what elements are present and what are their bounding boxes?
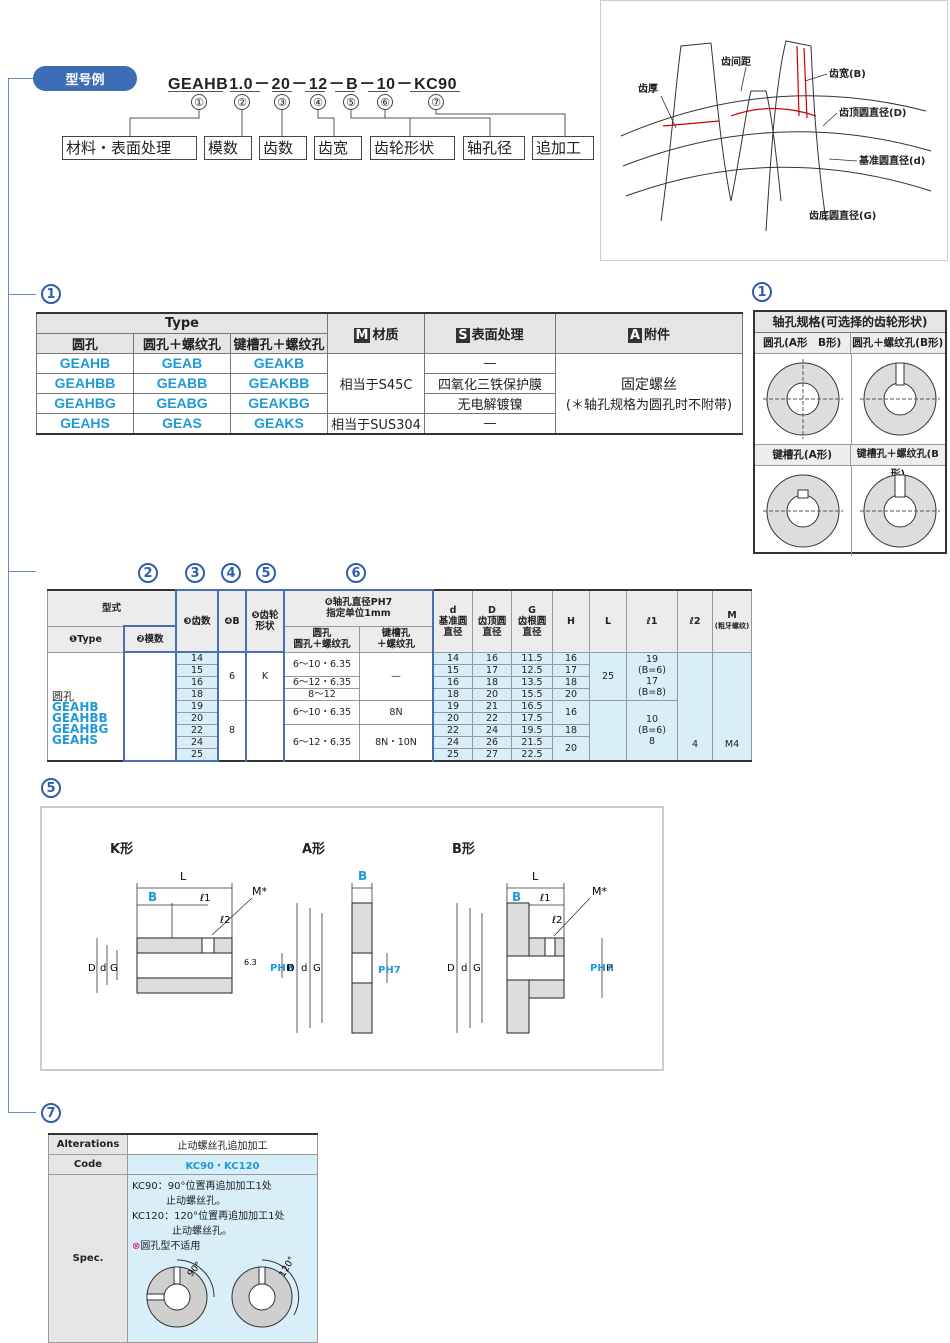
svg-text:B: B	[512, 890, 521, 904]
svg-text:D: D	[447, 963, 455, 974]
svg-text:L: L	[532, 870, 539, 883]
svg-text:H: H	[606, 963, 614, 974]
svg-text:PH7: PH7	[378, 965, 401, 976]
connector-tick	[8, 78, 36, 79]
k-shape-drawing: L B ℓ1 ℓ2 M* D d G H PH7 6.3	[88, 870, 294, 994]
svg-text:B: B	[358, 869, 367, 883]
gear-diagram-panel: 齿厚 齿间距 齿宽(B) 齿顶圆直径(D) 基准圆直径(d) 齿底圆直径(G)	[600, 0, 948, 261]
num-7: ⑦	[428, 94, 444, 110]
svg-text:L: L	[180, 870, 187, 883]
svg-text:6.3: 6.3	[244, 958, 257, 967]
num-2: ②	[234, 94, 250, 110]
svg-text:ℓ2: ℓ2	[552, 915, 563, 926]
connector-tick	[8, 294, 36, 295]
label-material: 材料・表面处理	[62, 136, 197, 160]
section-5-marker: 5	[256, 563, 276, 583]
label-bore: 轴孔径	[463, 136, 525, 160]
shape-drawings-panel: K形 A形 B形 L B ℓ1 ℓ2 M* D d G H PH7 6.3	[40, 806, 664, 1071]
bore-spec-marker: 1	[752, 282, 772, 302]
b-shape-drawing: L B ℓ1 ℓ2 M* D d G H PH7	[447, 870, 614, 1034]
gear-teeth-illustration: 齿厚 齿间距 齿宽(B) 齿顶圆直径(D) 基准圆直径(d) 齿底圆直径(G)	[620, 40, 932, 232]
keyway-bore-icon	[763, 474, 843, 548]
label-additional: 追加工	[532, 136, 594, 160]
svg-text:B: B	[148, 890, 157, 904]
svg-text:d: d	[461, 963, 467, 974]
svg-text:H: H	[286, 963, 294, 974]
header-connector-lines	[129, 110, 566, 136]
svg-text:D: D	[287, 963, 295, 974]
num-5: ⑤	[343, 94, 359, 110]
label-module: 模数	[204, 136, 252, 160]
svg-text:120°: 120°	[278, 1255, 298, 1279]
label-teeth: 齿数	[259, 136, 307, 160]
connector-line	[8, 78, 9, 1113]
connector-tick	[8, 1112, 36, 1113]
section-5-drawings-marker: 5	[41, 778, 61, 798]
svg-text:ℓ1: ℓ1	[200, 893, 211, 904]
svg-text:D: D	[88, 963, 96, 974]
svg-text:ℓ1: ℓ1	[540, 893, 551, 904]
section-7-marker: 7	[41, 1103, 61, 1123]
section-1-marker: 1	[41, 284, 61, 304]
svg-text:M*: M*	[592, 885, 607, 898]
num-3: ③	[274, 94, 290, 110]
section-6-marker: 6	[346, 563, 366, 583]
kc-angle-drawings: 90° 120°	[146, 1255, 300, 1328]
num-1: ①	[191, 94, 207, 110]
a-shape-title: A形	[302, 842, 326, 857]
svg-text:齿宽(B): 齿宽(B)	[829, 67, 866, 80]
num-6: ⑥	[377, 94, 393, 110]
section-4-marker: 4	[221, 563, 241, 583]
b-shape-title: B形	[452, 842, 475, 857]
label-shape: 齿轮形状	[370, 136, 455, 160]
bore-spec-panel: 轴孔规格(可选择的齿轮形状) 圆孔(A形 B形) 圆孔＋螺纹孔(B形) 键槽孔(…	[753, 310, 947, 556]
svg-text:G: G	[110, 963, 118, 974]
section-2-marker: 2	[138, 563, 158, 583]
svg-text:齿间距: 齿间距	[721, 55, 751, 68]
svg-text:基准圆直径(d): 基准圆直径(d)	[858, 154, 925, 167]
part-number: GEAHB1.0－20－12－B－10－KC90	[168, 76, 457, 93]
svg-text:G: G	[313, 963, 321, 974]
svg-text:d: d	[100, 963, 106, 974]
round-bore-icon	[763, 359, 843, 439]
svg-text:齿底圆直径(G): 齿底圆直径(G)	[809, 209, 876, 222]
k-shape-title: K形	[110, 842, 134, 857]
connector-tick	[8, 571, 36, 572]
svg-text:d: d	[301, 963, 307, 974]
svg-text:齿顶圆直径(D): 齿顶圆直径(D)	[839, 106, 906, 119]
svg-text:M*: M*	[252, 885, 267, 898]
svg-text:G: G	[473, 963, 481, 974]
section-3-marker: 3	[185, 563, 205, 583]
model-example-badge: 型号例	[33, 66, 137, 91]
svg-text:PH7: PH7	[590, 963, 613, 974]
svg-text:齿厚: 齿厚	[638, 82, 658, 95]
svg-text:PH7: PH7	[270, 963, 293, 974]
svg-text:ℓ2: ℓ2	[220, 915, 231, 926]
keyway-screw-bore-icon	[860, 474, 940, 548]
num-4: ④	[310, 94, 326, 110]
label-width: 齿宽	[314, 136, 362, 160]
round-screw-bore-icon	[860, 362, 940, 436]
a-shape-drawing: B D d G PH7	[287, 869, 401, 1034]
type-header: Type	[36, 312, 328, 334]
